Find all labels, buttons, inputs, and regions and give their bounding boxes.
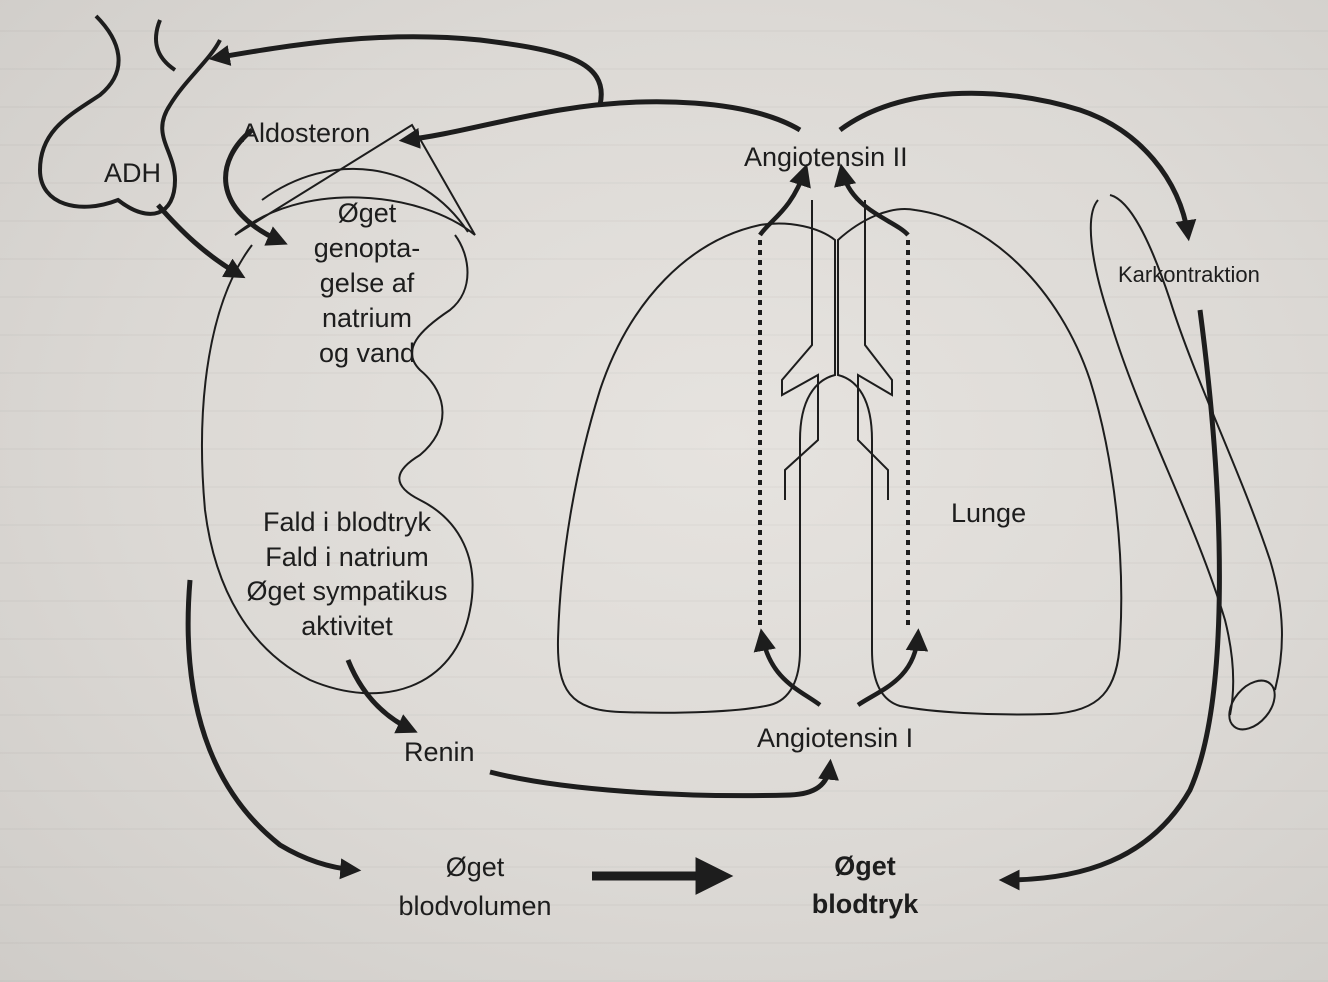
blood-volume-line-2: blodvolumen [360, 887, 590, 926]
blood-volume-line-1: Øget [360, 848, 590, 887]
arrow-angiotensin2-to-pituitary [215, 37, 601, 105]
arrow-angiotensin2-to-aldosterone [405, 102, 800, 140]
left-lung-outline [558, 223, 835, 712]
angiotensin-1-label: Angiotensin I [757, 723, 913, 754]
aldosterone-label: Aldosteron [241, 118, 370, 149]
lung-label: Lunge [951, 498, 1026, 529]
renin-label: Renin [404, 737, 475, 768]
blood-pressure-line-2: blodtryk [790, 886, 940, 924]
reabsorption-line-4: natrium [292, 301, 442, 336]
trigger-line-4: aktivitet [207, 609, 487, 644]
vasoconstriction-label: Karkontraktion [1118, 262, 1260, 287]
trigger-line-2: Fald i natrium [207, 540, 487, 575]
arrow-vasoconstriction-to-blood-pressure [1005, 310, 1219, 880]
blood-volume-label: Øget blodvolumen [360, 848, 590, 926]
trigger-line-1: Fald i blodtryk [207, 505, 487, 540]
blood-pressure-label: Øget blodtryk [790, 848, 940, 924]
arrow-angiotensin1-branch-right [858, 635, 918, 705]
arrow-triggers-to-renin [348, 660, 412, 730]
reabsorption-line-1: Øget [292, 196, 442, 231]
trigger-line-3: Øget sympatikus [207, 574, 487, 609]
reabsorption-line-3: gelse af [292, 266, 442, 301]
arrow-lung-to-angiotensin2-right [842, 170, 908, 235]
arrow-renin-to-angiotensin1 [490, 765, 830, 796]
pituitary-stalk [156, 20, 175, 70]
reabsorption-line-2: genopta- [292, 231, 442, 266]
reabsorption-label: Øget genopta- gelse af natrium og vand [292, 196, 442, 371]
angiotensin-2-label: Angiotensin II [744, 142, 908, 173]
adh-label: ADH [104, 158, 161, 189]
arrow-adh-to-reabsorption [158, 205, 240, 275]
reabsorption-line-5: og vand [292, 336, 442, 371]
blood-pressure-line-1: Øget [790, 848, 940, 886]
blood-vessel-opening [1220, 672, 1284, 738]
arrow-angiotensin1-branch-left [762, 635, 820, 705]
kidney-triggers-label: Fald i blodtryk Fald i natrium Øget symp… [207, 505, 487, 643]
